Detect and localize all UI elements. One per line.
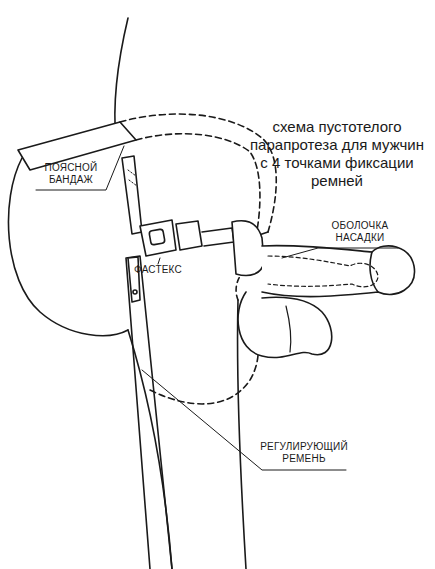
device-base: [232, 221, 264, 276]
prosthesis-shell: [286, 306, 291, 352]
strap: [122, 156, 142, 234]
leader-line: [158, 258, 160, 264]
prosthesis-shell: [238, 292, 332, 358]
body-outline: [8, 158, 128, 336]
fastex-buckle: [176, 221, 202, 250]
strap-buckle: [128, 257, 140, 302]
fastex-buckle: [140, 220, 176, 256]
strap-stitch: [128, 170, 137, 186]
part-label: ПОЯСНОЙ БАНДАЖ: [34, 162, 108, 185]
strap: [202, 228, 234, 246]
part-label: ОБОЛОЧКА НАСАДКИ: [318, 220, 402, 243]
waist-band: [120, 114, 276, 232]
diagram-title: схема пустотелого парапротеза для мужчин…: [247, 118, 427, 190]
inner-outline: [268, 256, 378, 287]
prosthesis-shell: [262, 246, 414, 297]
part-label: ФАСТЕКС: [126, 264, 190, 276]
leader-line: [282, 248, 398, 258]
strap-rivet: [133, 290, 137, 294]
fastex-buckle: [149, 229, 165, 245]
adjusting-strap: [126, 256, 172, 569]
part-label: РЕГУЛИРУЮЩИЙ РЕМЕНЬ: [256, 441, 352, 464]
